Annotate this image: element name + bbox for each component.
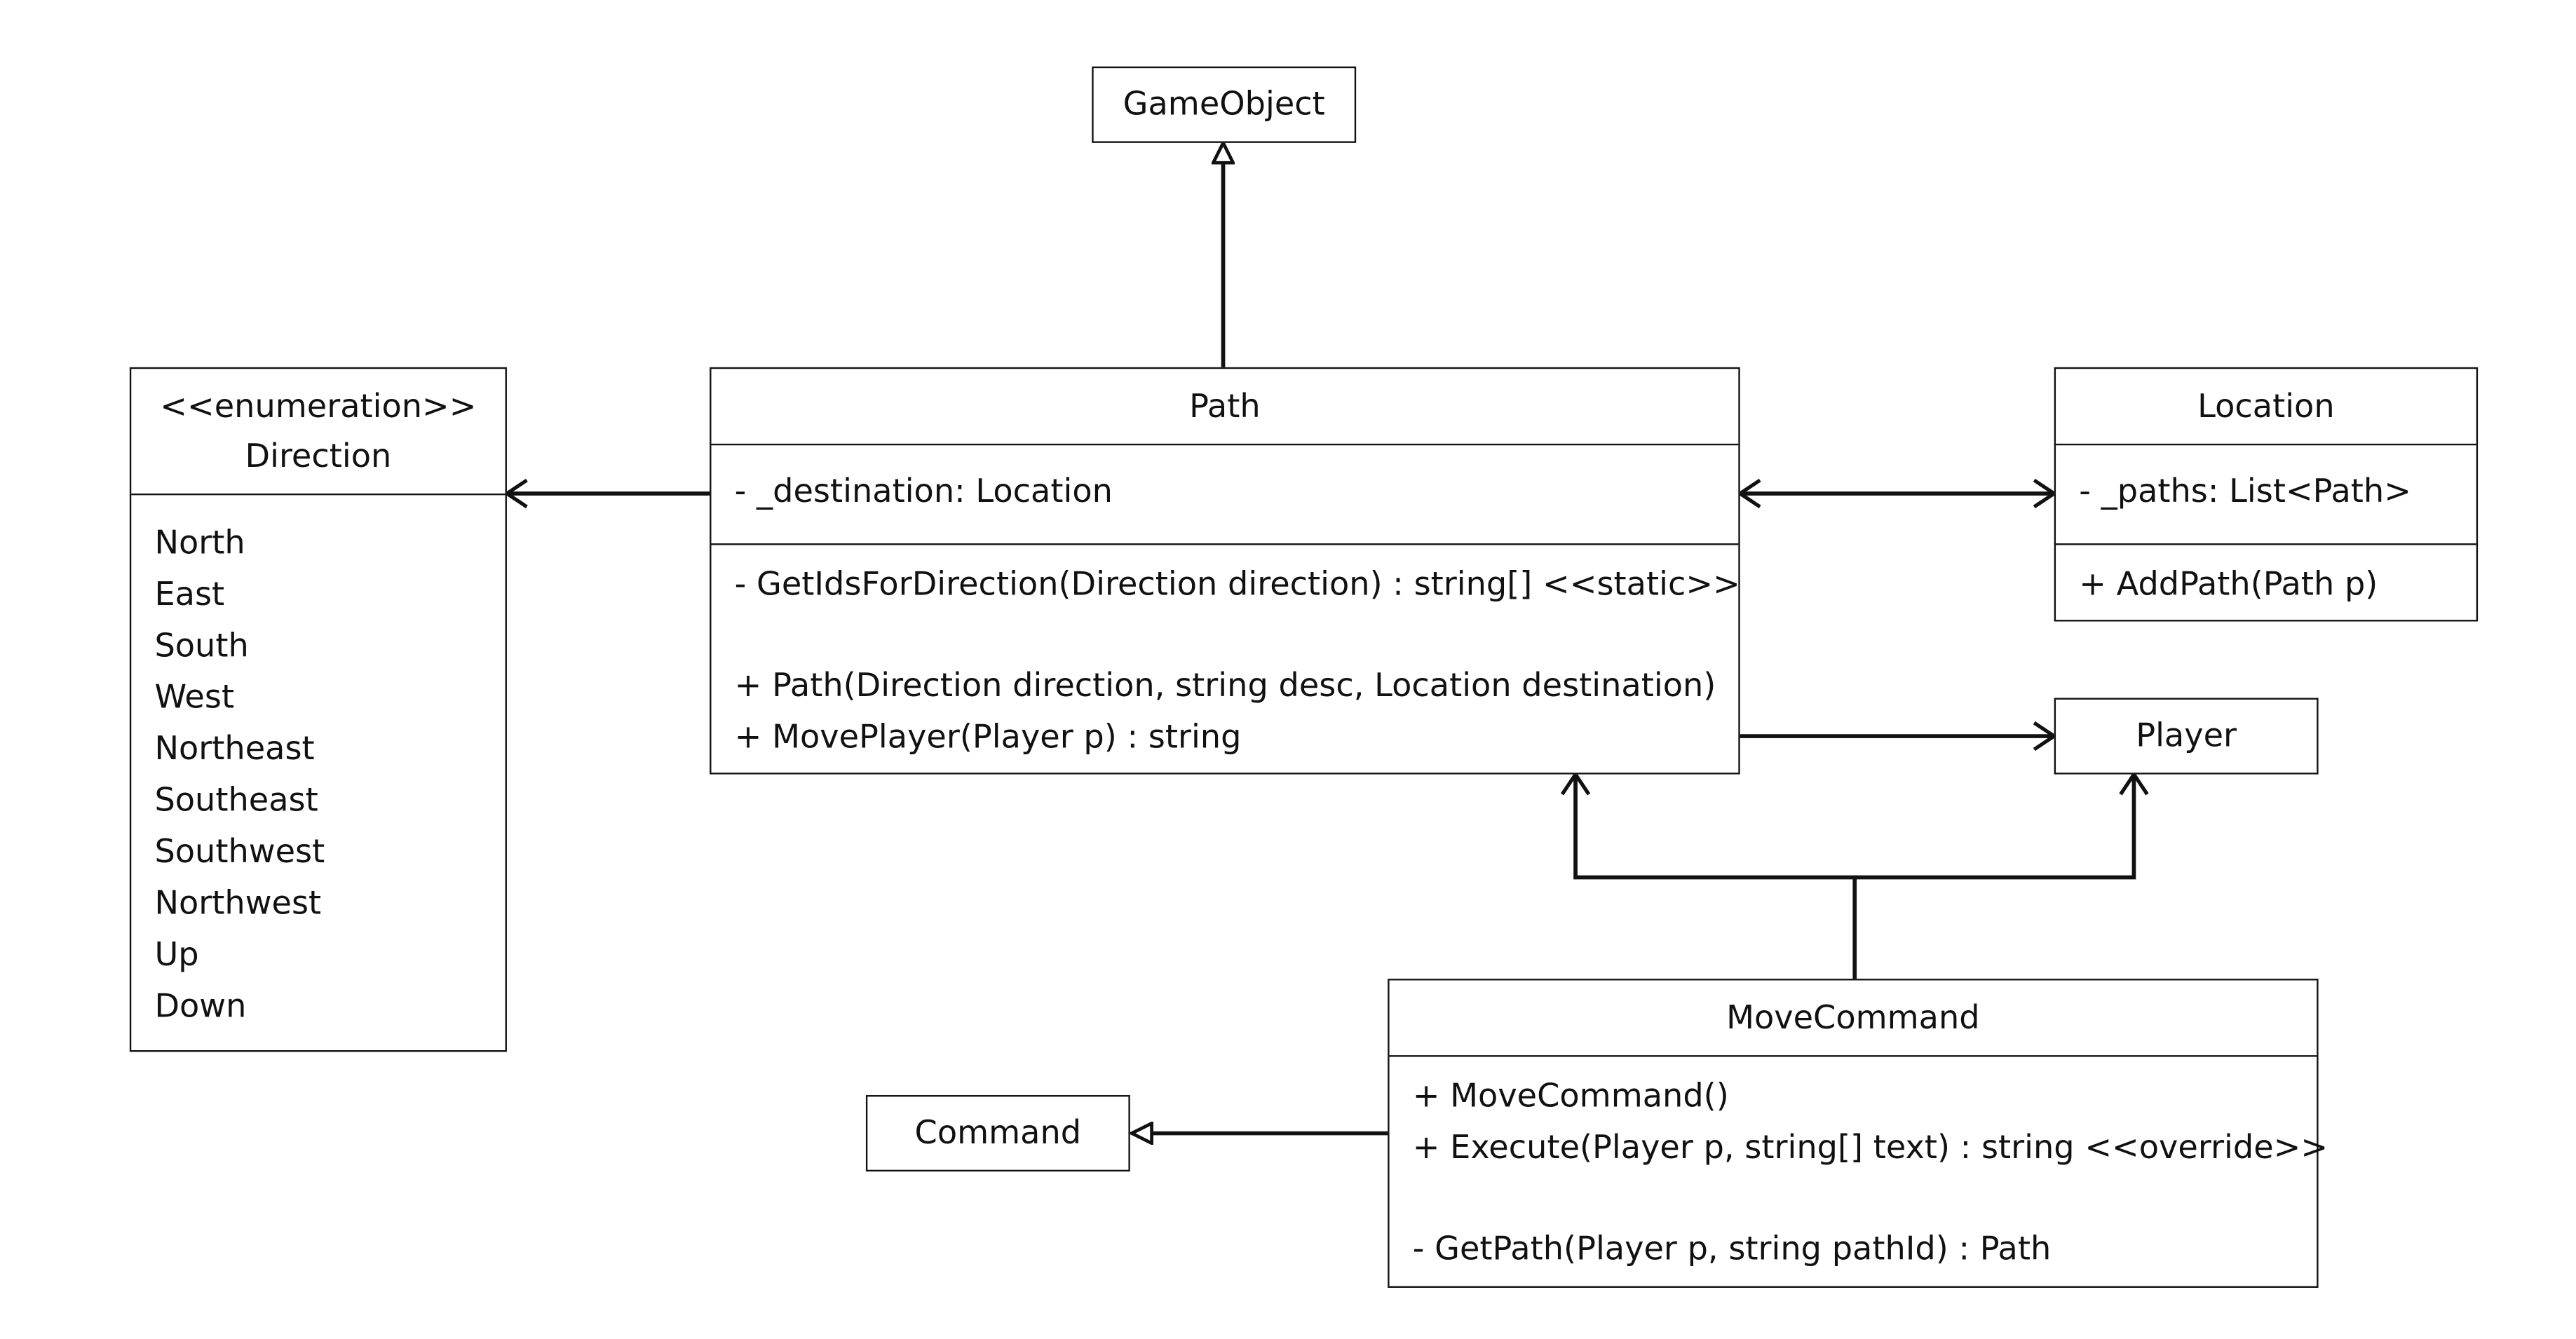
class-name: Player — [2136, 716, 2237, 755]
class-name: Command — [914, 1113, 1082, 1152]
enum-literal: Up — [154, 935, 199, 974]
edge-movecommand-to-path — [1560, 770, 1857, 979]
class-movecommand: MoveCommand + MoveCommand() + Execute(Pl… — [1388, 979, 2328, 1288]
class-methods: + AddPath(Path p) — [2056, 545, 2476, 620]
class-header: Location — [2056, 369, 2476, 446]
enum-literal: Northeast — [154, 729, 315, 768]
class-attributes: - _paths: List<Path> — [2056, 445, 2476, 545]
class-path: Path - _destination: Location - GetIdsFo… — [710, 367, 1740, 775]
class-header: Path — [711, 369, 1739, 446]
class-header: Player — [2056, 700, 2317, 773]
enum-literal: South — [154, 626, 249, 665]
class-attributes: - _destination: Location — [711, 445, 1739, 545]
class-name: GameObject — [1123, 84, 1325, 123]
method: + Path(Direction direction, string desc,… — [734, 666, 1716, 705]
class-header: Command — [867, 1096, 1128, 1169]
enum-literals: North East South West Northeast Southeas… — [131, 495, 505, 1050]
method: + MovePlayer(Player p) : string — [734, 717, 1242, 756]
method: + MoveCommand() — [1412, 1076, 1729, 1115]
class-header: MoveCommand — [1389, 980, 2317, 1057]
enum-literal: Southwest — [154, 832, 325, 871]
method: - GetIdsForDirection(Direction direction… — [734, 564, 1740, 604]
enum-literal: West — [154, 678, 235, 716]
attribute: - _destination: Location — [734, 472, 1113, 510]
enum-header: <<enumeration>> Direction — [131, 369, 506, 496]
method: - GetPath(Player p, string pathId) : Pat… — [1412, 1230, 2052, 1268]
enum-name: Direction — [245, 436, 392, 475]
class-location: Location - _paths: List<Path> + AddPath(… — [2054, 367, 2479, 622]
enum-literal: North — [154, 523, 245, 562]
class-methods: - GetIdsForDirection(Direction direction… — [711, 545, 1740, 773]
enum-literal: East — [154, 575, 225, 613]
enum-literal: Southeast — [154, 781, 318, 820]
class-gameobject: GameObject — [1092, 66, 1357, 143]
class-name: Location — [2197, 386, 2335, 425]
class-header: GameObject — [1094, 68, 1355, 141]
class-name: Path — [1189, 386, 1261, 425]
edge-movecommand-to-player — [1855, 770, 2149, 880]
class-command: Command — [865, 1095, 1130, 1172]
method: + AddPath(Path p) — [2079, 564, 2378, 604]
class-methods: + MoveCommand() + Execute(Player p, stri… — [1390, 1057, 2328, 1286]
enum-literal: Northwest — [154, 883, 322, 923]
class-name: MoveCommand — [1726, 998, 1980, 1036]
class-player: Player — [2054, 698, 2319, 775]
attribute: - _paths: List<Path> — [2079, 472, 2411, 510]
method: + Execute(Player p, string[] text) : str… — [1412, 1128, 2328, 1167]
enum-literal: Down — [154, 986, 247, 1026]
enum-stereotype: <<enumeration>> — [160, 386, 477, 425]
enum-direction: <<enumeration>> Direction North East Sou… — [129, 367, 507, 1052]
